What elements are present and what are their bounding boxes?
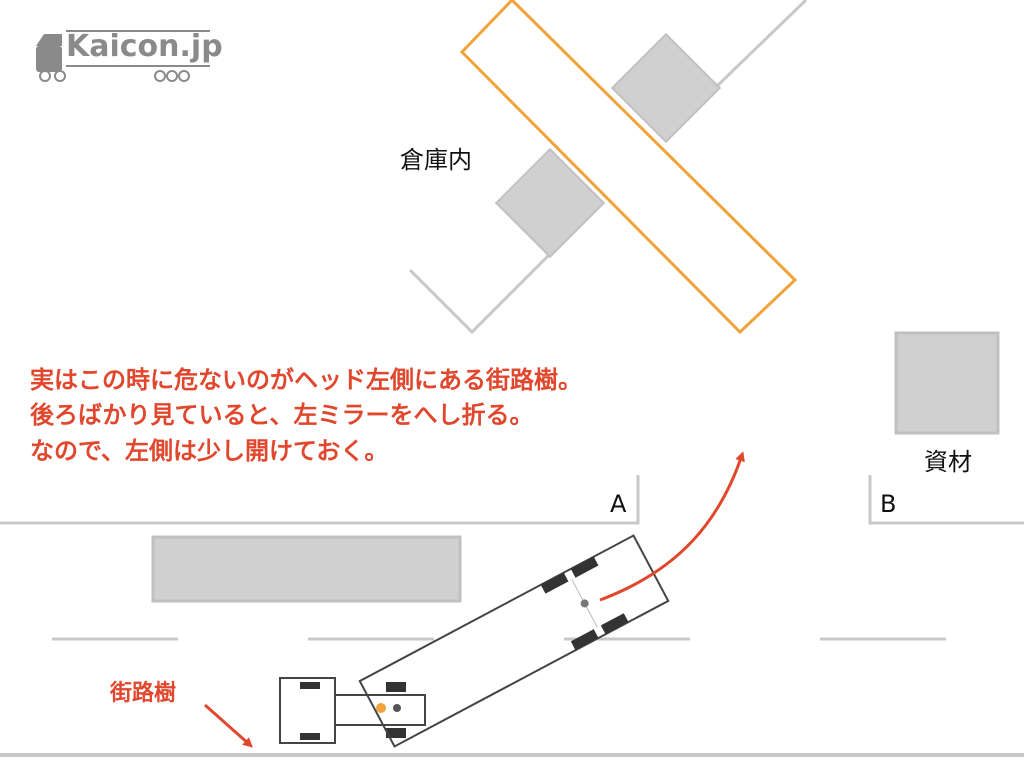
parked-vehicle xyxy=(151,535,462,603)
trailer-wheel-4 xyxy=(600,613,629,635)
logo-wheel-2 xyxy=(166,70,178,82)
kaicon-logo: Kaicon.jp xyxy=(36,29,223,82)
note-line-1: 実はこの時に危ないのがヘッド左側にある街路樹。 xyxy=(30,366,582,394)
trailer-wheel-1 xyxy=(540,572,569,594)
trailer-body xyxy=(358,534,670,748)
cab-wheel-top xyxy=(300,682,320,689)
truck-logo-icon xyxy=(36,34,66,82)
point-a-label: A xyxy=(610,490,627,518)
warehouse-wall-upper xyxy=(713,0,808,90)
warehouse-walls xyxy=(408,0,808,335)
street-tree-label: 街路樹 xyxy=(109,680,176,706)
warehouse-block-lower xyxy=(494,147,606,259)
materials-label: 資材 xyxy=(924,448,972,476)
curb-right xyxy=(868,475,1024,525)
logo-wheel-1 xyxy=(154,70,166,82)
street-tree-pointer xyxy=(204,703,253,748)
drive-wheel-bottom xyxy=(386,728,406,738)
logo-text: Kaicon.jp xyxy=(66,29,223,64)
warehouse-wall-lower xyxy=(408,252,552,335)
note-line-2: 後ろばかり見ていると、左ミラーをへし折る。 xyxy=(30,401,534,429)
curb-lines xyxy=(0,475,1024,525)
logo-wheel-3 xyxy=(178,70,190,82)
cab-wheel-bottom xyxy=(300,733,320,740)
loading-dock-outline xyxy=(459,0,798,335)
note-line-3: なので、左側は少し開けておく。 xyxy=(30,437,388,465)
warning-note: 実はこの時に危ないのがヘッド左側にある街路樹。 後ろばかり見ていると、左ミラーを… xyxy=(30,366,582,465)
trailer-wheel-2 xyxy=(570,556,599,578)
trailer-wheel-3 xyxy=(570,629,599,651)
trailer xyxy=(358,534,670,748)
tractor-head xyxy=(279,677,426,744)
drive-wheel-top xyxy=(386,682,406,692)
warehouse-block-upper xyxy=(610,32,722,144)
materials-block xyxy=(894,331,1000,435)
trailer-axle-center xyxy=(580,599,589,608)
warehouse-label: 倉庫内 xyxy=(400,146,472,174)
fifth-wheel-marker xyxy=(393,704,401,712)
curb-left xyxy=(0,475,640,525)
point-b-label: B xyxy=(880,490,896,518)
kingpin-marker xyxy=(376,703,386,713)
direction-arrow xyxy=(599,451,745,602)
